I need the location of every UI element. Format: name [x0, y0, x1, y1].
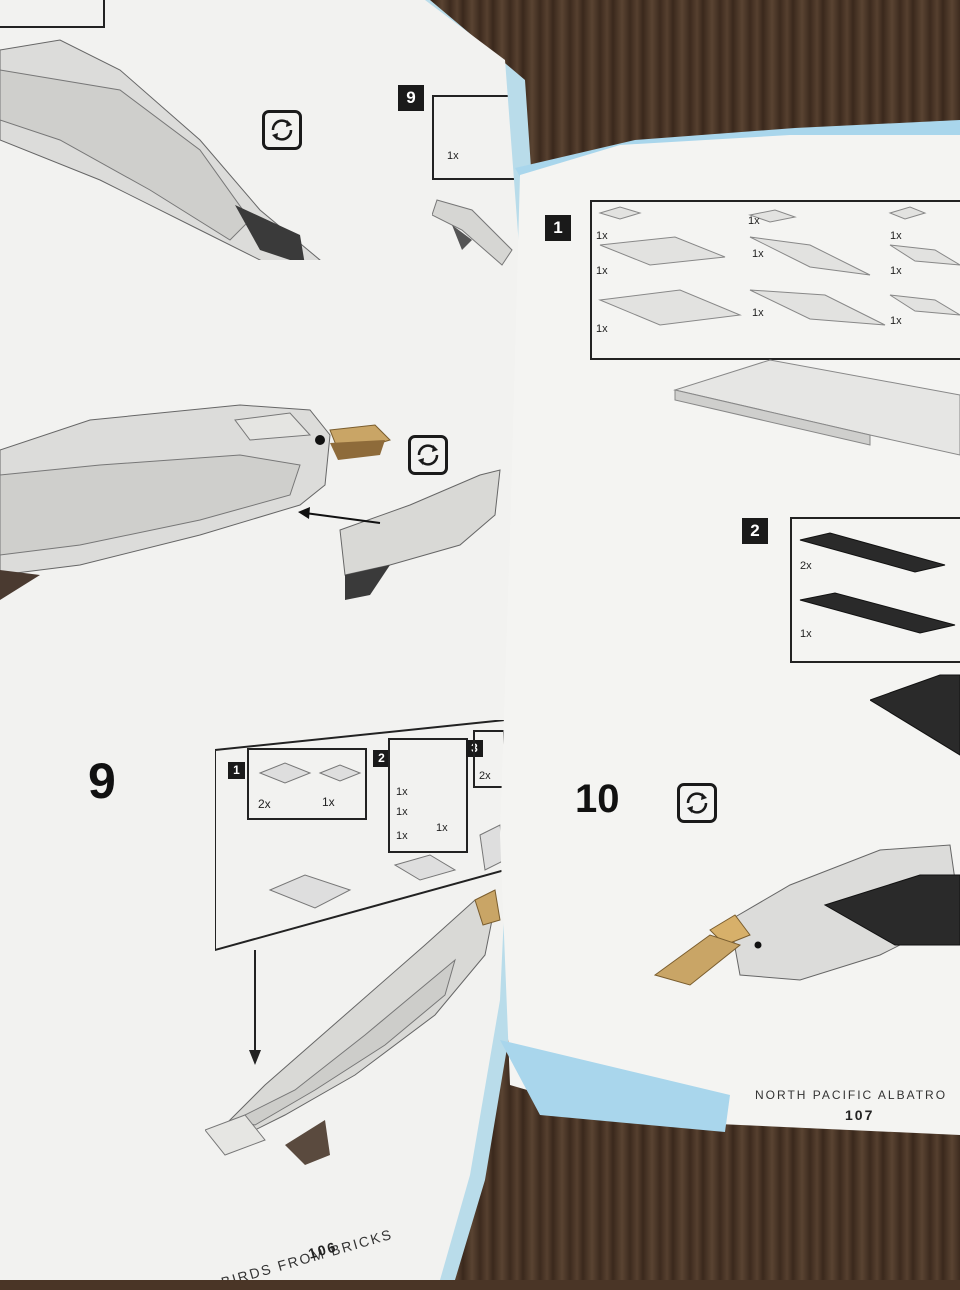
qty-1x: 1x — [396, 786, 408, 798]
qty-1x: 1x — [890, 265, 902, 277]
top-parts-qty: 1x — [447, 150, 459, 162]
parts-group-2-box — [388, 738, 468, 853]
qty-1x: 1x — [396, 830, 408, 842]
sub-step-1-plates — [598, 206, 960, 326]
sub-step-2-parts-box — [790, 517, 960, 663]
qty-1x: 1x — [322, 795, 335, 809]
previous-parts-box — [0, 0, 105, 28]
qty-1x: 1x — [752, 248, 764, 260]
qty-1x: 1x — [396, 806, 408, 818]
qty-1x: 1x — [436, 822, 448, 834]
parts-group-1-box — [247, 748, 367, 820]
footer-book-title: BIRDS FROM BRICKS — [219, 1225, 395, 1290]
qty-2x: 2x — [479, 770, 491, 782]
sub-step-1-parts-box — [590, 200, 960, 360]
parts-group-1-badge: 1 — [228, 762, 245, 779]
base-plate — [673, 359, 960, 456]
qty-2x: 2x — [258, 797, 271, 811]
qty-1x: 1x — [890, 315, 902, 327]
qty-1x: 1x — [596, 230, 608, 242]
albatross-model — [653, 844, 960, 986]
qty-1x: 1x — [890, 230, 902, 242]
sub-step-2-badge: 2 — [742, 518, 768, 544]
dark-wing-plate — [870, 674, 960, 756]
parts-group-2-badge: 2 — [373, 750, 390, 767]
sub-step-1-badge: 1 — [545, 215, 571, 241]
right-page: 1 1x 1x 1x 1x 1x 1x 1x 1x 1x 2 2x 1x 10 — [500, 135, 960, 1135]
qty-1x: 1x — [596, 265, 608, 277]
qty-1x: 1x — [596, 323, 608, 335]
bird-model-upper — [0, 39, 322, 260]
wing-part — [432, 199, 513, 266]
rotate-icon — [408, 435, 448, 475]
top-parts-box — [432, 95, 520, 180]
left-page: 9 1x 9 1 2x 1x 2 1x 1x 1x 1x — [0, 0, 520, 1280]
qty-2x: 2x — [800, 560, 812, 572]
qty-1x: 1x — [748, 215, 760, 227]
bird-model-lower — [205, 889, 501, 1165]
step-number-10: 10 — [575, 777, 620, 821]
rotate-icon — [677, 783, 717, 823]
rotate-icon — [262, 110, 302, 150]
qty-1x: 1x — [800, 628, 812, 640]
step-number-9: 9 — [88, 753, 116, 809]
footer-bird-title: NORTH PACIFIC ALBATRO — [755, 1088, 948, 1102]
parts-group-1-bricks — [258, 762, 362, 784]
page-number-right: 107 — [845, 1107, 875, 1123]
top-step-badge: 9 — [398, 85, 424, 111]
qty-1x: 1x — [752, 307, 764, 319]
bird-model-middle — [0, 404, 391, 600]
sub-step-2-dark-plates — [799, 532, 956, 634]
bird-side-part — [298, 469, 501, 600]
assembled-subparts — [268, 824, 505, 909]
